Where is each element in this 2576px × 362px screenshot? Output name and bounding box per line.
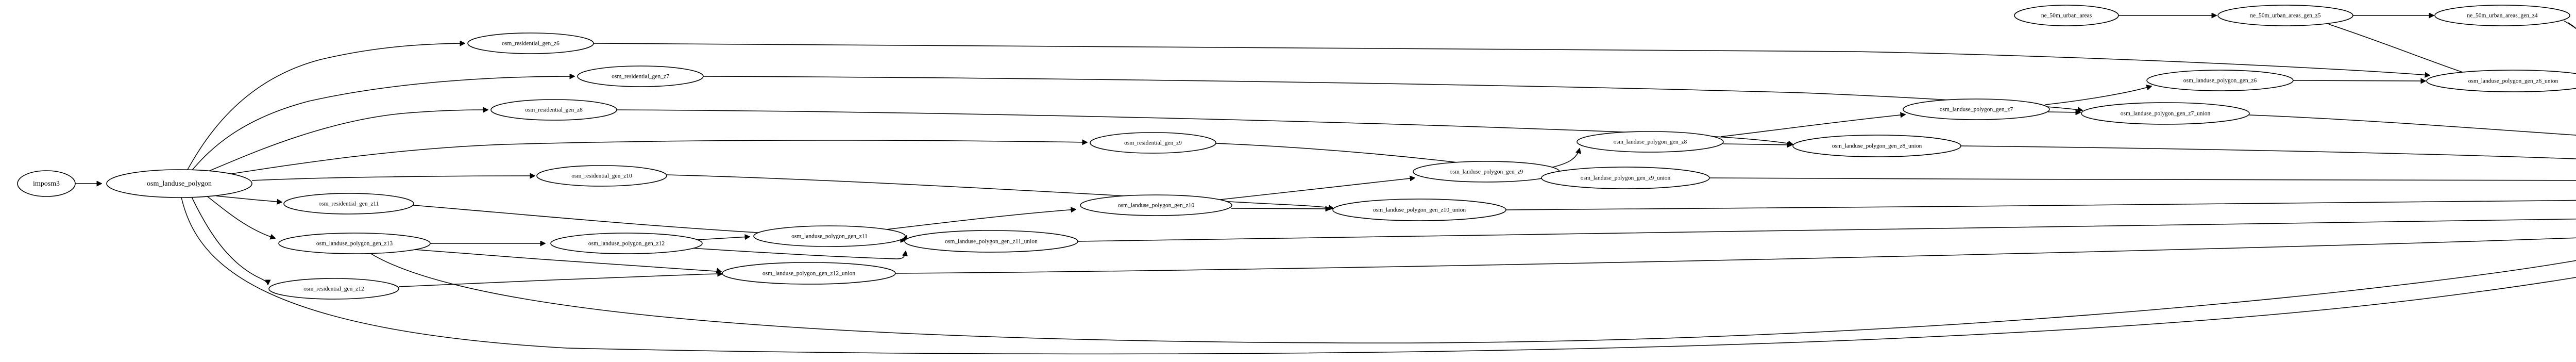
node-shape [2434,5,2570,26]
graph-node[interactable]: ne_50m_urban_areas_gen_z4 [2434,5,2570,26]
node-shape [1332,199,1506,221]
graph-edge [690,248,906,259]
graph-edge [216,195,282,202]
graph-edge [2249,114,2576,136]
node-shape [278,233,431,254]
graph-edge [1709,177,2576,181]
graph-node[interactable]: osm_landuse_polygon_gen_z13 [278,233,431,254]
node-shape [1080,194,1232,216]
edges-layer [75,15,2576,355]
graph-edge [1720,114,1905,137]
node-shape [283,193,414,215]
graph-node[interactable]: osm_landuse_polygon_gen_z11_union [904,230,1078,253]
graph-node[interactable]: osm_residential_gen_z8 [490,99,617,121]
graph-edge [206,110,488,173]
graph-node[interactable]: ne_50m_urban_areas [2014,5,2119,26]
node-shape [467,32,594,54]
graph-edge [370,253,2576,343]
node-shape [1090,132,1216,154]
graph-node[interactable]: osm_landuse_polygon_gen_z6 [2146,70,2294,91]
graph-edge [696,237,750,240]
graph-edge [1077,218,2576,242]
node-shape [106,169,252,198]
graph-node[interactable]: osm_residential_gen_z12 [268,278,399,300]
graph-edge [1960,145,2576,159]
node-shape [490,99,617,121]
graph-node[interactable]: osm_residential_gen_z9 [1090,132,1216,154]
node-shape [550,233,703,254]
graph-edge [398,274,722,287]
graph-node[interactable]: osm_landuse_polygon_gen_z8_union [1792,135,1961,157]
node-shape [1577,131,1724,153]
graph-edge [221,140,1087,176]
graph-edge [666,174,1333,208]
graph-node[interactable]: osm_landuse_polygon_gen_z7 [1903,98,2050,120]
node-shape [2081,102,2250,125]
graph-edge [616,109,1793,144]
graph-edge [593,43,2430,75]
graph-node[interactable]: osm_landuse_polygon_gen_z7_union [2081,102,2250,125]
graph-node[interactable]: imposm3 [17,170,76,197]
node-shape [2014,5,2119,26]
graph-edge [414,249,721,272]
graph-edge [2045,86,2151,105]
graph-edge [191,196,268,285]
graph-edge [703,76,2082,110]
graph-edge [2328,24,2481,76]
graph-node[interactable]: osm_landuse_polygon [106,169,252,198]
graph-node[interactable]: osm_landuse_polygon_gen_z6_union [2426,70,2576,92]
node-shape [1541,167,1710,189]
graph-node[interactable]: osm_landuse_polygon_gen_z10_union [1332,199,1506,221]
graph-edge [1215,178,1415,201]
node-shape [1413,161,1560,183]
node-shape [17,170,76,197]
node-shape [2426,70,2576,92]
graph-edge [181,197,2576,355]
node-shape [268,278,399,300]
node-shape [904,230,1078,253]
node-shape [2217,5,2353,26]
node-shape [536,165,667,187]
graph-node[interactable]: osm_landuse_polygon_gen_z9_union [1541,167,1710,189]
graph-edge [1505,200,2576,210]
graph-edge [187,43,465,170]
graph-node[interactable]: osm_landuse_polygon_gen_z12_union [722,262,896,285]
graph-edge [191,76,574,171]
graph-edge [1723,144,1792,145]
node-shape [1792,135,1961,157]
graph-node[interactable]: osm_residential_gen_z11 [283,193,414,215]
graph-node[interactable]: osm_landuse_polygon_gen_z10 [1080,194,1232,216]
nodes-layer: imposm3 osm_landuse_polygon osm_residentia… [17,5,2576,300]
graph-node[interactable]: ne_50m_urban_areas_gen_z5 [2217,5,2353,26]
node-shape [577,65,704,87]
graph-edge [882,209,1076,231]
node-shape [2146,70,2294,91]
node-shape [1903,98,2050,120]
node-shape [753,225,906,247]
graph-node[interactable]: osm_landuse_polygon_gen_z12 [550,233,703,254]
graph-edge [206,195,275,238]
graph-node[interactable]: osm_landuse_polygon_gen_z9 [1413,161,1560,183]
node-shape [722,262,896,285]
graph-edge [2293,80,2426,81]
graph-edge [895,237,2576,274]
graph-node[interactable]: osm_landuse_polygon_gen_z11 [753,225,906,247]
graph-edge [1231,208,1330,209]
graph-edge [251,176,535,181]
graph-node[interactable]: osm_residential_gen_z7 [577,65,704,87]
graph-node[interactable]: osm_landuse_polygon_gen_z8 [1577,131,1724,153]
graph-node[interactable]: osm_residential_gen_z6 [467,32,594,54]
graph-edge [1550,149,1580,168]
graph-node[interactable]: osm_residential_gen_z10 [536,165,667,187]
